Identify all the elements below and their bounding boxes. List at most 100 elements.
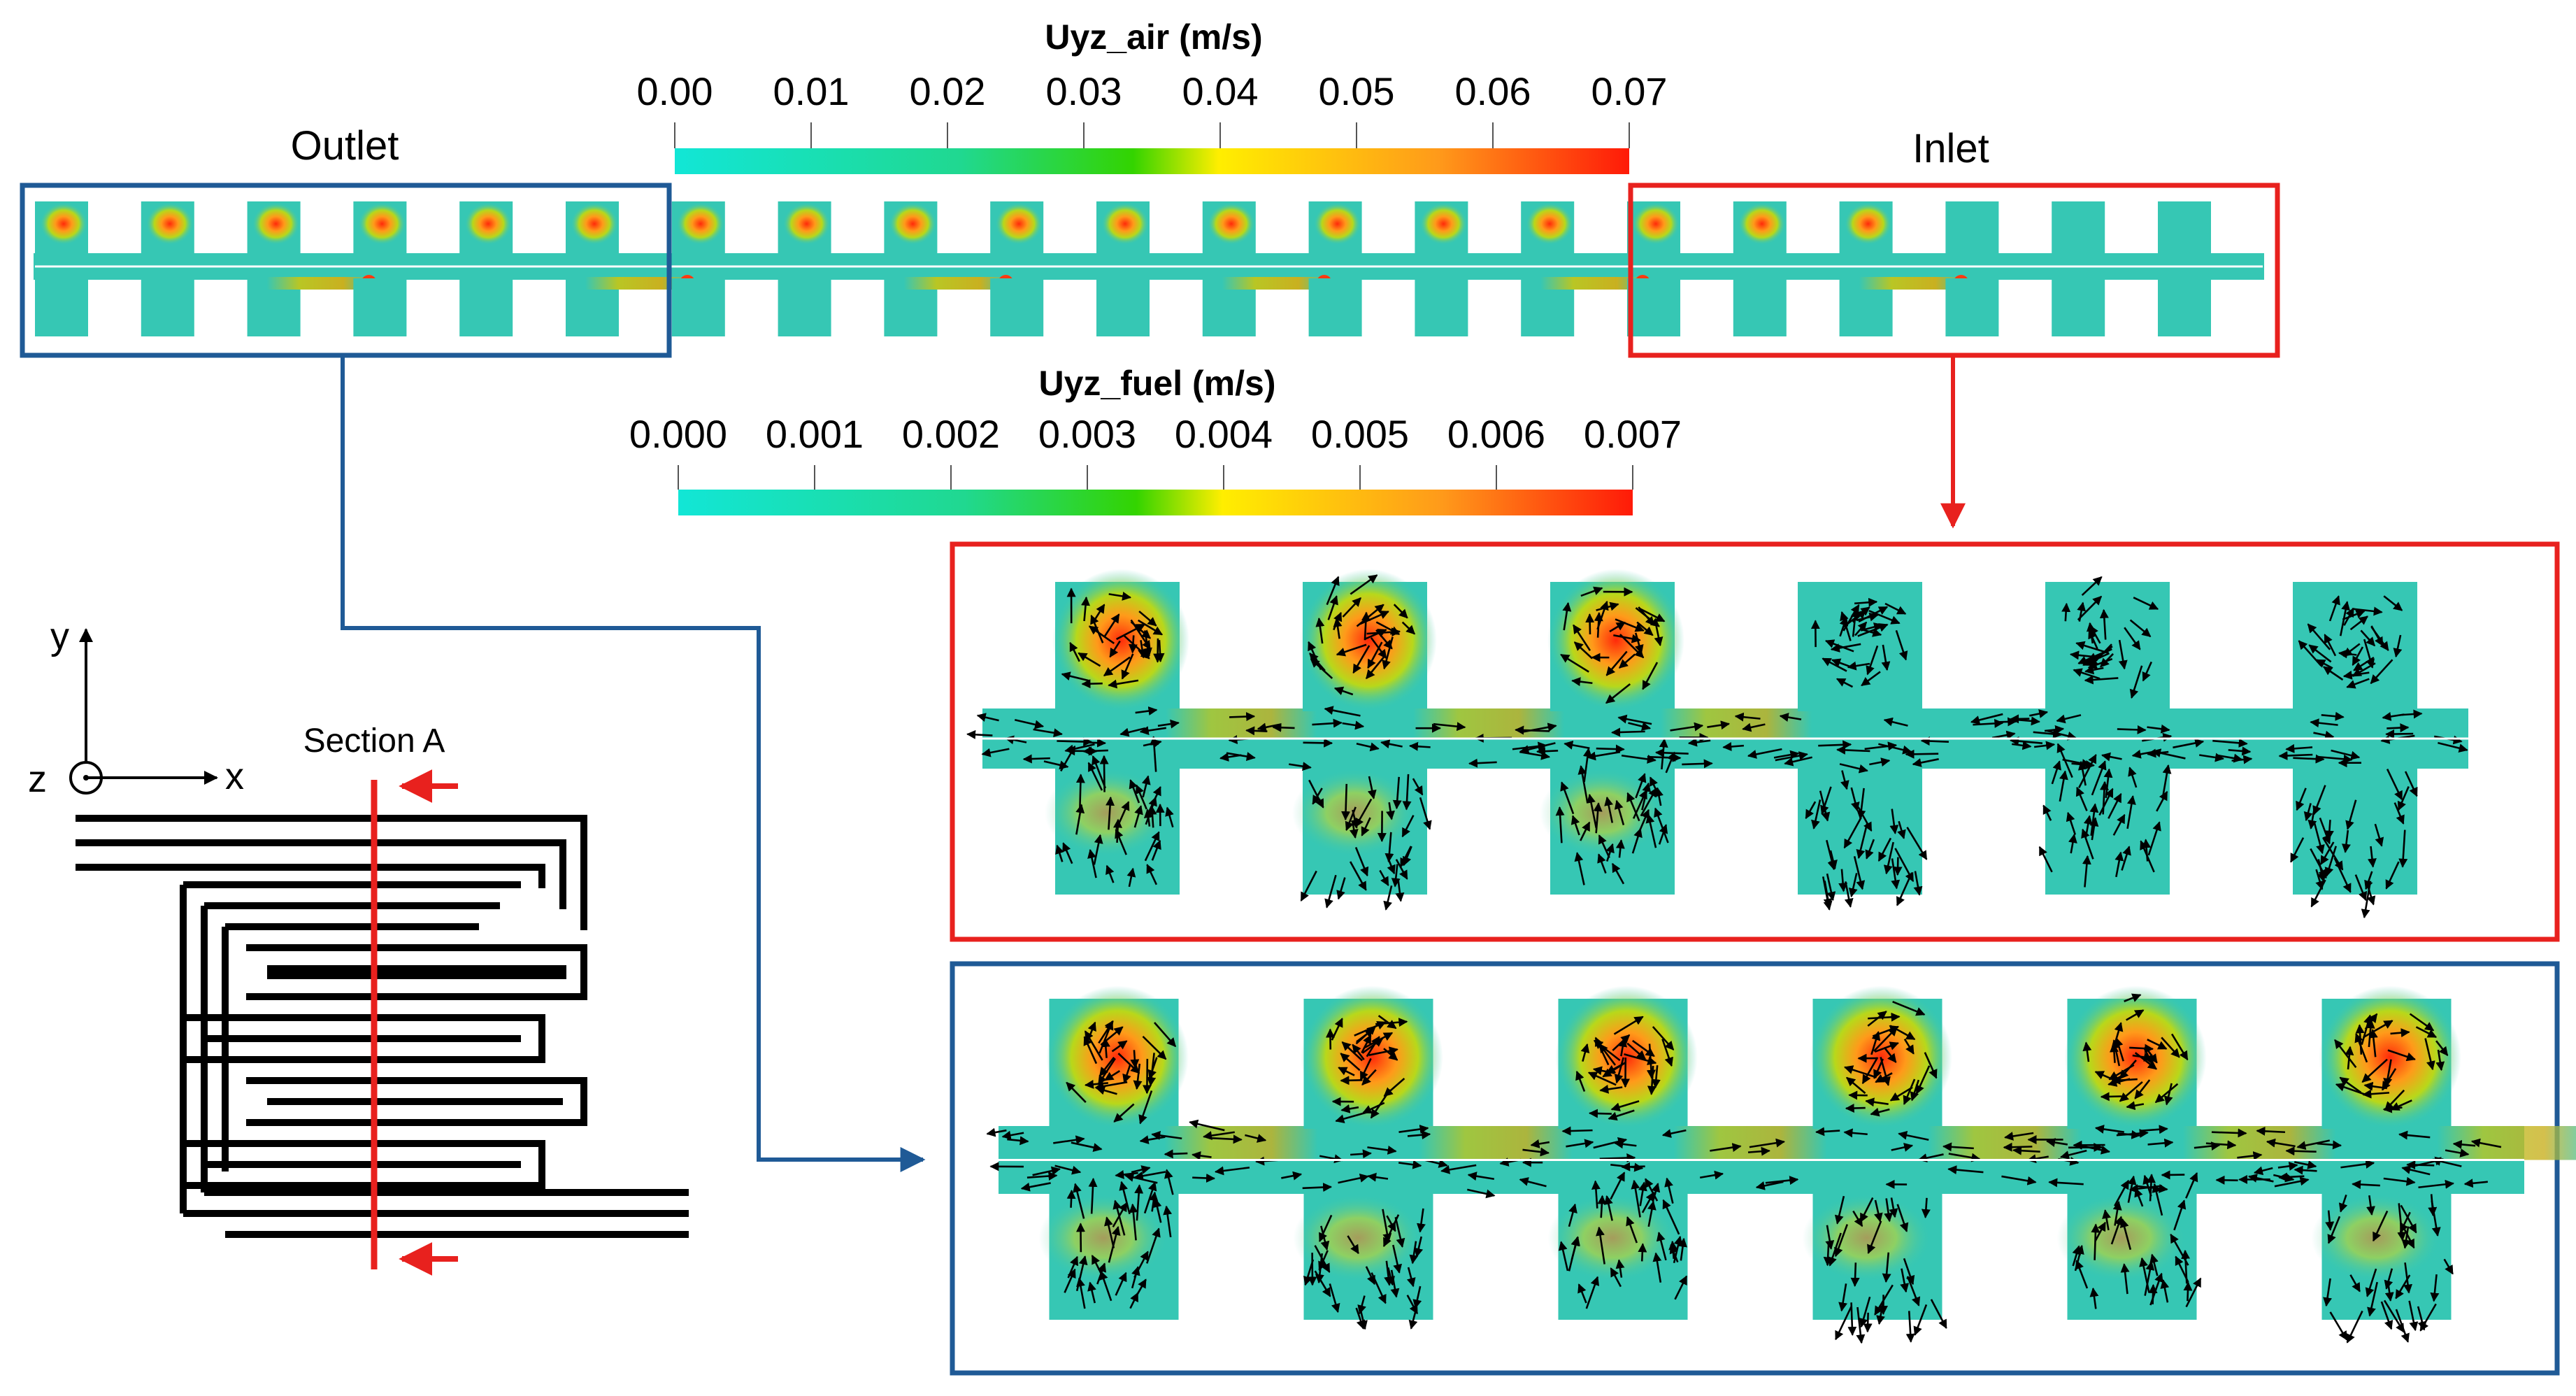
velocity-arrow [1838, 1283, 1848, 1312]
velocity-arrow [1652, 1252, 1662, 1283]
velocity-arrow [2398, 829, 2408, 868]
velocity-arrow [1566, 1139, 1594, 1148]
velocity-arrow [2147, 1039, 2168, 1050]
colorbar-fuel-tick-label: 0.004 [1175, 412, 1273, 456]
velocity-arrow [2363, 1020, 2393, 1039]
velocity-arrow [1883, 1046, 1897, 1063]
velocity-arrow [1874, 1041, 1899, 1053]
velocity-arrow [1889, 1086, 1913, 1102]
velocity-arrow [1417, 1208, 1426, 1233]
velocity-arrow [1103, 656, 1131, 677]
velocity-arrow [2147, 748, 2169, 758]
velocity-arrow [2062, 758, 2091, 768]
velocity-arrow [1838, 869, 1848, 892]
serpentine-path [183, 1140, 545, 1189]
velocity-arrow [1621, 754, 1656, 764]
velocity-arrow [2134, 1052, 2157, 1070]
velocity-arrow [1386, 1267, 1395, 1286]
velocity-arrow [1115, 801, 1130, 830]
velocity-arrow [1599, 1153, 1636, 1163]
velocity-arrow [2112, 813, 2126, 836]
velocity-arrow [1138, 611, 1157, 627]
velocity-arrow [1392, 776, 1402, 810]
velocity-arrow [1850, 787, 1860, 812]
velocity-arrow [2081, 576, 2103, 597]
velocity-arrow [1580, 1043, 1590, 1062]
velocity-arrow [2140, 1125, 2168, 1134]
velocity-arrow [1112, 1199, 1126, 1236]
velocity-arrow [1897, 820, 1906, 839]
velocity-arrow [1327, 595, 1338, 620]
velocity-arrow [1880, 1057, 1891, 1086]
velocity-arrow [2308, 644, 2332, 663]
velocity-arrow [2361, 1058, 2388, 1083]
velocity-arrow [1920, 736, 1949, 746]
velocity-arrow [2438, 741, 2468, 753]
velocity-arrow [1135, 784, 1147, 810]
velocity-arrow [2403, 1262, 2412, 1294]
velocity-arrow [1152, 1198, 1162, 1223]
velocity-arrow [1562, 601, 1572, 631]
velocity-arrow [1392, 1244, 1402, 1274]
velocity-arrow [1865, 1097, 1889, 1107]
colorbar-air-tick-label: 0.01 [773, 69, 850, 113]
velocity-arrow [2349, 615, 2368, 631]
velocity-arrow [2401, 709, 2423, 719]
velocity-arrow [1020, 1182, 1051, 1192]
velocity-arrow [1076, 1277, 1086, 1309]
velocity-arrow [1066, 1081, 1087, 1103]
velocity-arrow [1699, 1170, 1724, 1180]
velocity-arrow [2003, 1142, 2033, 1152]
velocity-arrow [1130, 619, 1152, 650]
velocity-arrow [1598, 834, 1610, 858]
velocity-arrow [1637, 809, 1650, 834]
velocity-arrow [2324, 846, 2338, 877]
velocity-arrow [2160, 1279, 2170, 1303]
velocity-arrow [2132, 1053, 2154, 1062]
strip-fuel-streak [1859, 277, 1968, 290]
velocity-arrow [1103, 613, 1120, 638]
velocity-arrow [1061, 671, 1091, 682]
zoom-warm-region [1540, 769, 1664, 857]
velocity-arrow [1870, 1031, 1881, 1055]
velocity-arrow [2365, 1268, 2377, 1297]
velocity-arrow [1970, 713, 2003, 725]
zoom-vortex [1300, 569, 1437, 711]
zoom-warm-region [1293, 1194, 1423, 1282]
velocity-arrow [1105, 864, 1115, 883]
velocity-arrow [1560, 653, 1589, 673]
velocity-arrow [2059, 770, 2068, 802]
velocity-arrow [2387, 1049, 2416, 1062]
velocity-arrow [2398, 1130, 2431, 1140]
colorbar-fuel-tick-label: 0.007 [1584, 412, 1682, 456]
velocity-arrow [1859, 1197, 1874, 1223]
velocity-arrow [2152, 1183, 2163, 1216]
velocity-arrow [2362, 1089, 2389, 1099]
velocity-arrow [1203, 1131, 1235, 1141]
strip-vortex [358, 203, 406, 245]
velocity-arrow [1386, 1215, 1396, 1232]
velocity-arrow [1847, 1302, 1857, 1337]
velocity-arrow [1164, 1149, 1188, 1159]
velocity-arrow [1891, 1143, 1914, 1152]
velocity-arrow [2312, 785, 2326, 815]
velocity-arrow [1811, 799, 1822, 829]
velocity-arrow [1342, 597, 1361, 618]
velocity-arrow [1408, 741, 1431, 751]
strip-bottom-rib [1945, 278, 1999, 336]
velocity-arrow [1655, 748, 1689, 757]
velocity-arrow [1143, 1181, 1157, 1214]
velocity-arrow [1859, 1296, 1871, 1328]
velocity-arrow [2185, 1172, 2198, 1199]
velocity-arrow [1147, 1053, 1157, 1087]
velocity-arrow [2091, 760, 2107, 796]
velocity-arrow [2296, 1139, 2331, 1151]
velocity-arrow [1765, 1176, 1799, 1185]
velocity-arrow [1365, 1266, 1376, 1285]
velocity-arrow [1568, 1237, 1580, 1272]
velocity-arrow [2194, 1141, 2221, 1151]
velocity-arrow [1406, 1295, 1419, 1315]
zoom-fuel-streak [1661, 708, 1812, 739]
